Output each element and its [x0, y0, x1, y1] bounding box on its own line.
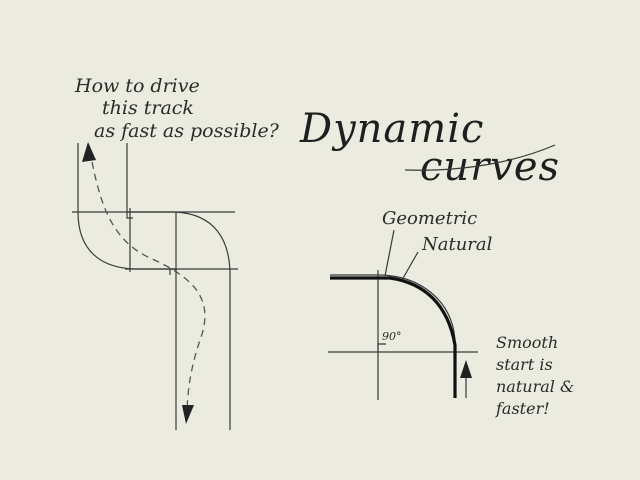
curve-comparison-diagram: Geometric Natural 90° Smooth start is na… [328, 208, 574, 418]
title-line-1: Dynamic [299, 106, 484, 152]
geometric-label: Geometric [382, 208, 477, 229]
track-outer-bend-left [77, 211, 175, 270]
note-line-2: start is [496, 355, 553, 374]
angle-label: 90° [382, 330, 402, 343]
arrow-up-icon [82, 142, 96, 162]
question-line-3: as fast as possible? [94, 120, 280, 142]
note-line-1: Smooth [496, 333, 558, 352]
note-line-4: faster! [495, 399, 550, 418]
right-angle-mark-bottom [169, 268, 176, 275]
title-underline-stroke [404, 144, 556, 171]
question-line-1: How to drive [74, 75, 200, 97]
title-line-2: curves [420, 144, 560, 190]
track-outer-bend-right [127, 211, 231, 430]
natural-label: Natural [421, 234, 493, 255]
right-angle-mark-top [126, 212, 133, 219]
arrow-down-icon [182, 405, 194, 424]
arrow-up-small-icon [460, 360, 472, 378]
right-angle-mark [377, 343, 386, 352]
racing-line [91, 161, 206, 411]
note-line-3: natural & [496, 377, 574, 396]
track-diagram [72, 142, 238, 430]
question-line-2: this track [102, 97, 194, 119]
natural-curve [330, 276, 457, 398]
geometric-pointer-line [384, 229, 395, 277]
natural-pointer-line [401, 251, 419, 281]
